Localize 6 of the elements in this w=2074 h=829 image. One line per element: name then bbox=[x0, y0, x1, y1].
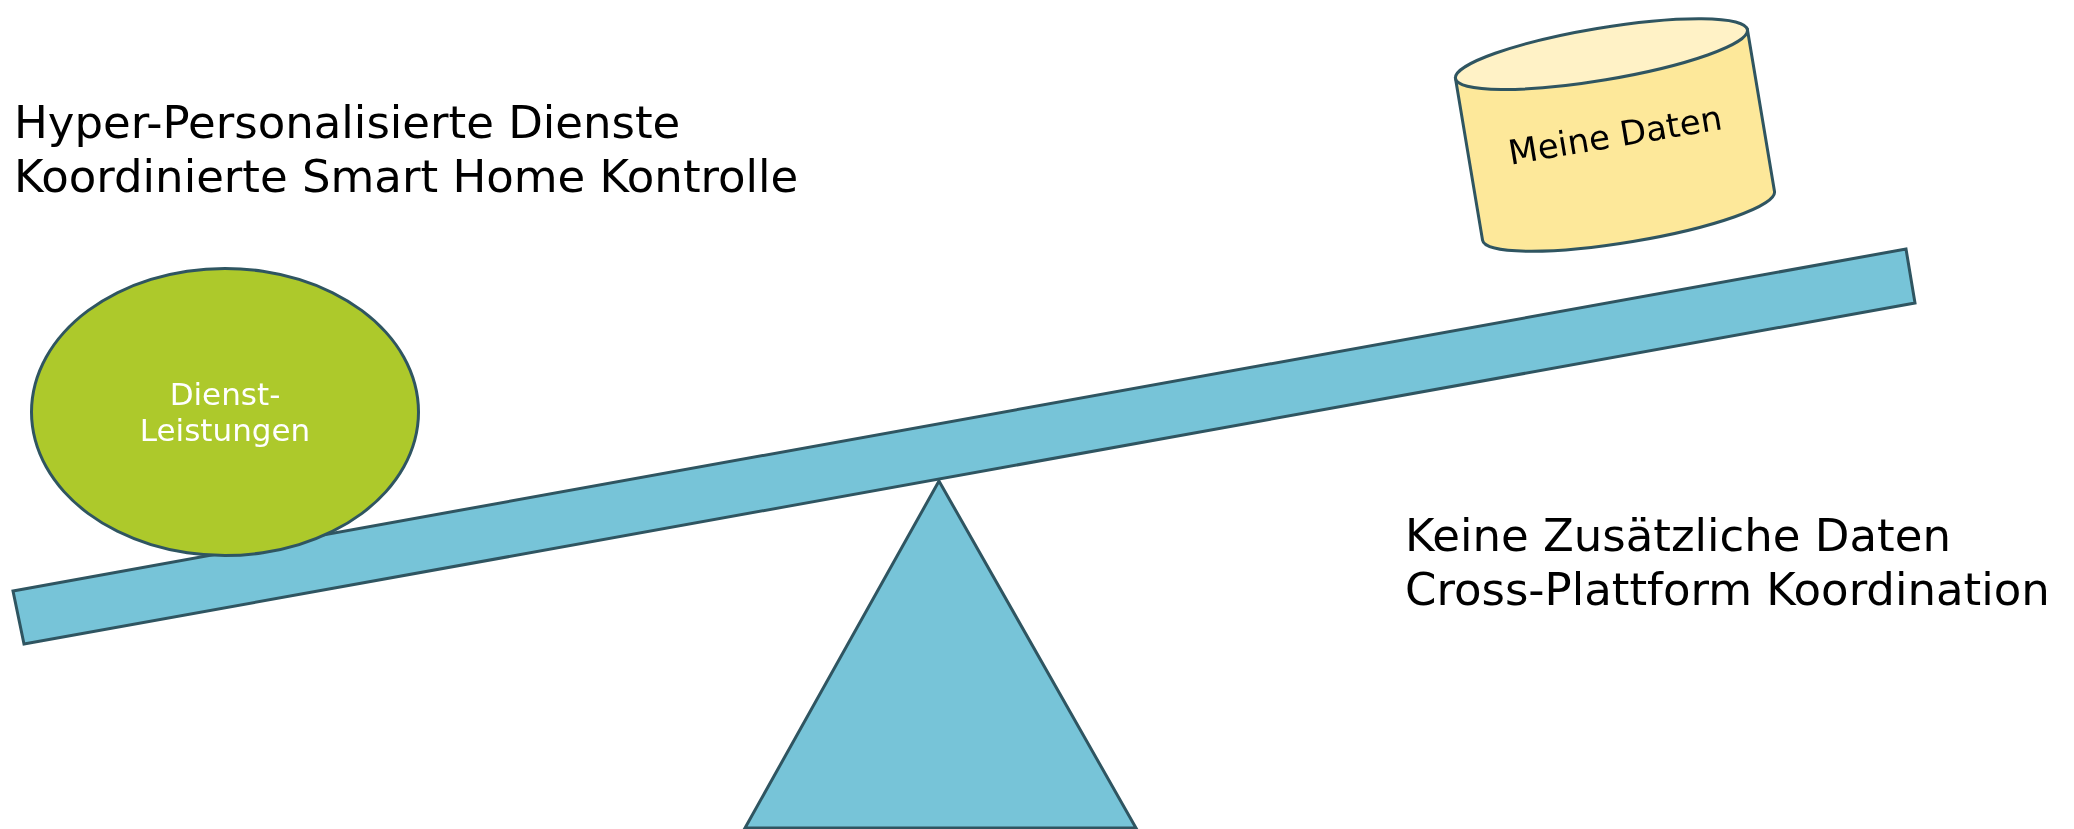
node-label: Meine Daten bbox=[1505, 97, 1725, 173]
node-label: Dienst- Leistungen bbox=[138, 376, 312, 448]
note-text: Cross-Plattform Koordination bbox=[1405, 563, 2050, 617]
note-text: Keine Zusätzliche Daten bbox=[1405, 509, 1952, 563]
note-text: Koordinierte Smart Home Kontrolle bbox=[14, 150, 799, 204]
note-text: Hyper-Personalisierte Dienste bbox=[14, 96, 682, 150]
